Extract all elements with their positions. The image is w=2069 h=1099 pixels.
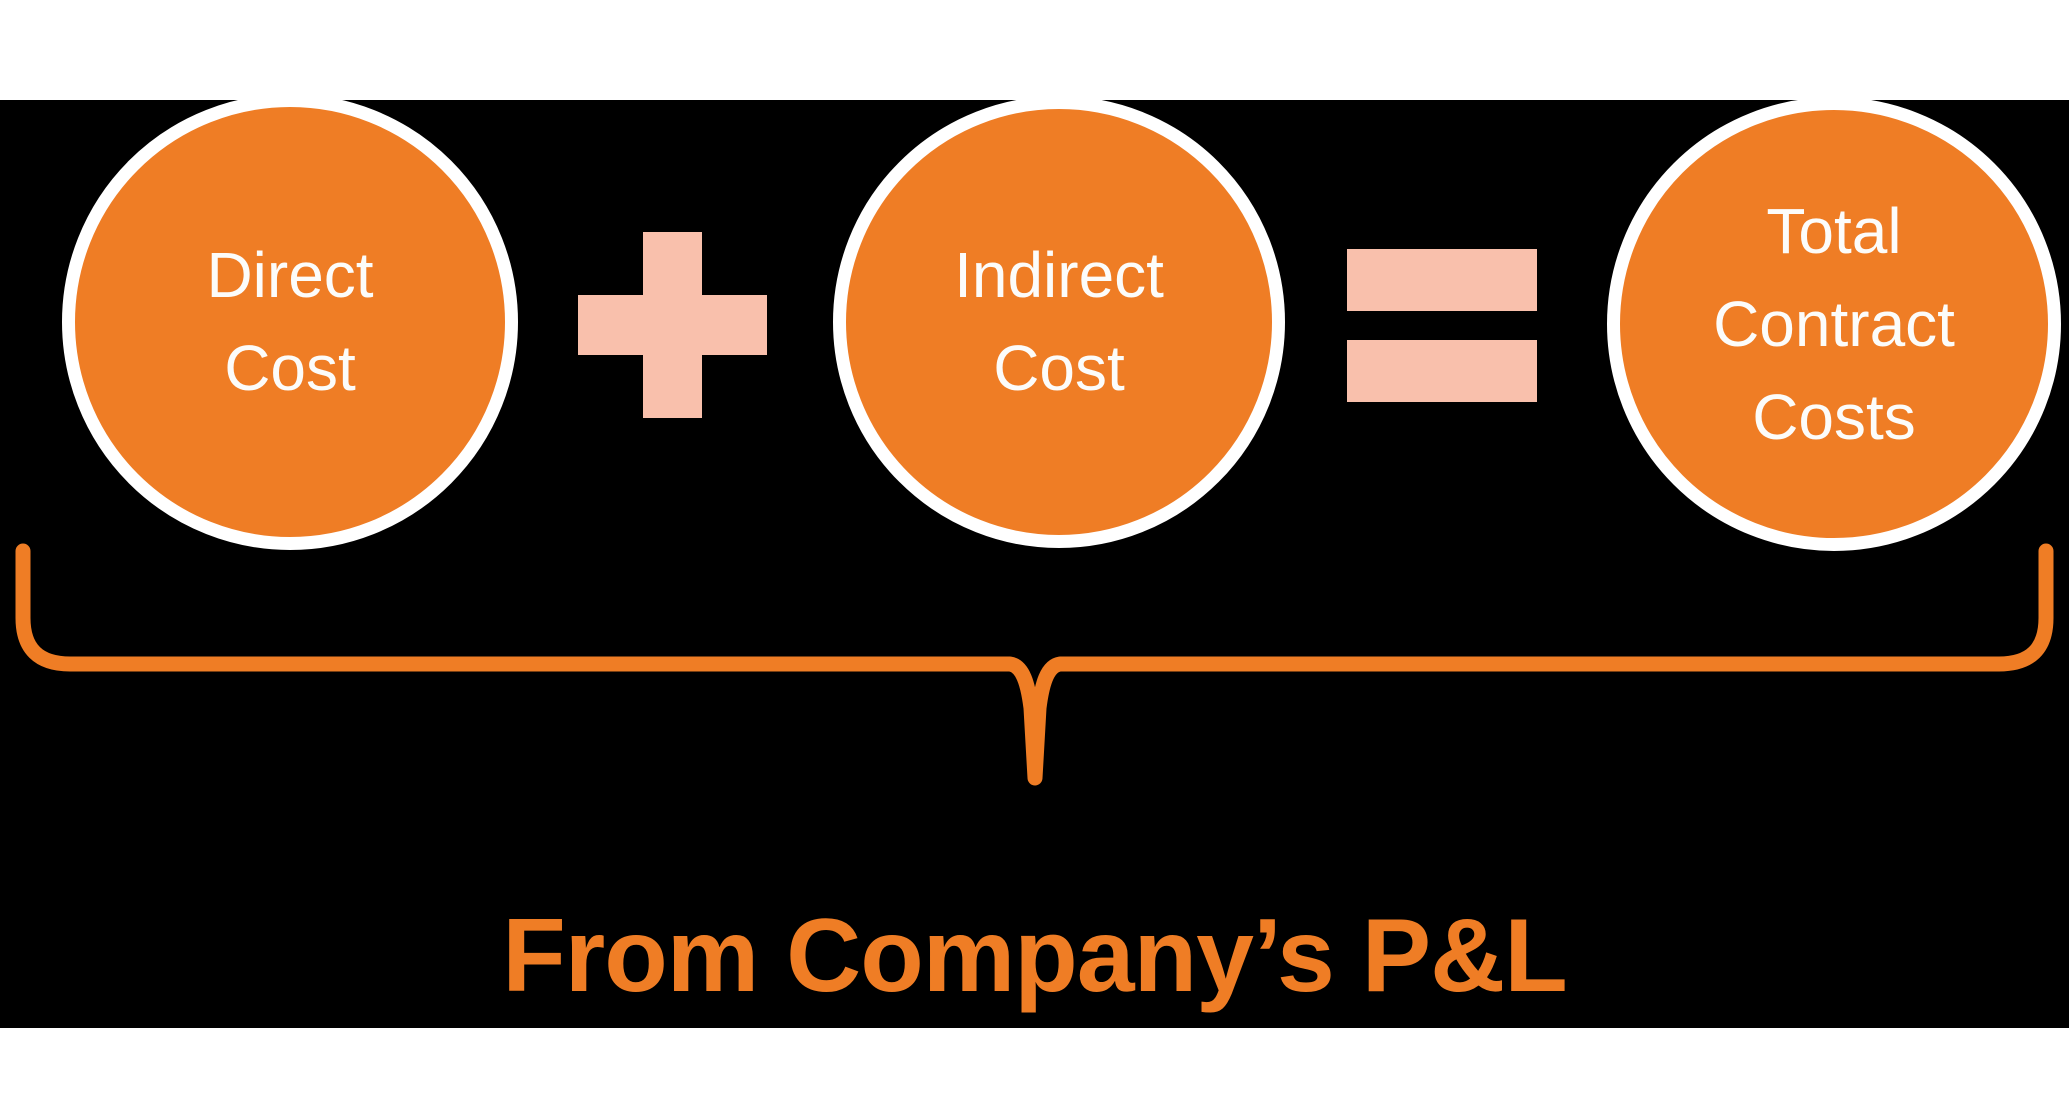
underbrace-path	[15, 543, 2054, 786]
plus-vertical-bar	[643, 232, 702, 418]
equals-icon	[1347, 249, 1537, 402]
direct-cost-circle: Direct Cost	[62, 94, 518, 550]
direct-cost-label: Direct Cost	[206, 239, 374, 404]
indirect-cost-circle: Indirect Cost	[833, 96, 1285, 548]
caption-text: From Company’s P&L	[502, 898, 1568, 1014]
equals-bottom-bar	[1347, 340, 1537, 402]
total-contract-costs-label: Total Contract Costs	[1713, 194, 1955, 453]
equals-top-bar	[1347, 249, 1537, 311]
plus-icon	[578, 232, 767, 418]
bottom-margin-band	[0, 1028, 2069, 1099]
indirect-cost-label: Indirect Cost	[954, 239, 1164, 404]
total-contract-costs-circle: Total Contract Costs	[1607, 97, 2061, 551]
top-margin-band	[0, 0, 2069, 100]
